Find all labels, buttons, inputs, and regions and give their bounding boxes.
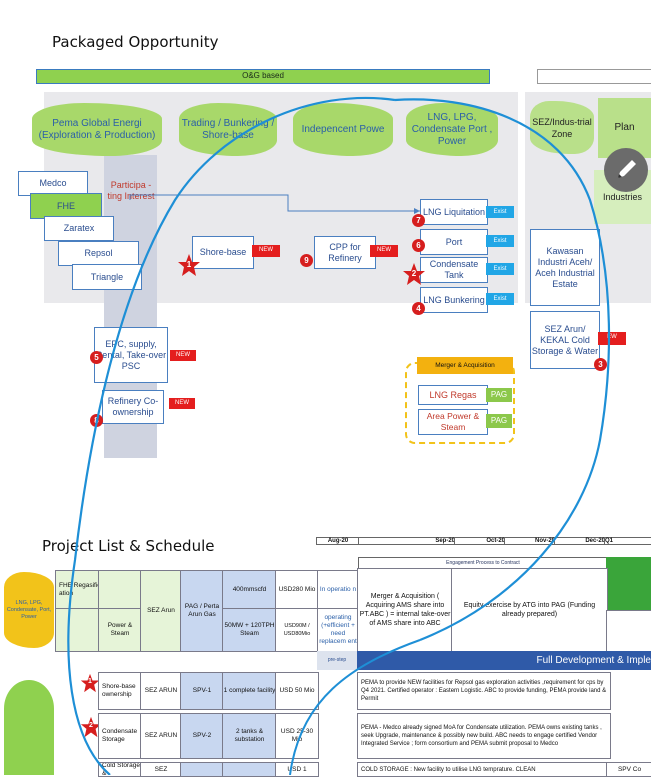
row2-usd50: USD 50 Mio bbox=[275, 672, 319, 710]
row1-right-cell bbox=[606, 610, 651, 652]
row1-usd280: USD280 Mio bbox=[275, 570, 319, 610]
row1-fhe-regas: FHE Regasific ation bbox=[55, 570, 102, 610]
row3-tanks: 2 tanks & substation bbox=[222, 713, 277, 759]
row2-star-icon: 1 bbox=[80, 673, 100, 693]
row2-spv1: SPV-1 bbox=[180, 672, 224, 710]
row2-facility: 1 complete facility bbox=[222, 672, 277, 710]
row1-50mw: 50MW + 120TPH Steam bbox=[222, 608, 277, 652]
row3-spv2: SPV-2 bbox=[180, 713, 224, 759]
row1-400mmscfd: 400mmscfd bbox=[222, 570, 277, 610]
row3-description: PEMA - Medco already signed MoA for Cond… bbox=[357, 713, 611, 759]
row1-in-operation: In operatio n bbox=[317, 570, 359, 610]
pre-step-label: pre-step bbox=[317, 651, 357, 670]
row3-usd25: USD 25-30 Mio bbox=[275, 713, 319, 759]
row1-usd90: USD90M / USD80Mio bbox=[275, 608, 319, 652]
page-title: Packaged Opportunity bbox=[52, 33, 219, 51]
pencil-edit-icon[interactable] bbox=[604, 148, 648, 192]
row1-pag-perta: PAG / Perta Arun Gas bbox=[180, 570, 224, 652]
row2-shore-base: Shore-base ownership bbox=[98, 672, 145, 710]
month-q1: Q1 bbox=[604, 537, 651, 545]
row1-equity-desc: Equity exercise by ATG into PAG (Funding… bbox=[451, 568, 608, 652]
row1-col2a bbox=[98, 570, 142, 610]
row-group-flag bbox=[4, 680, 54, 775]
row1-sez-arun: SEZ Arun bbox=[140, 570, 182, 652]
row3-condensate-storage: Condensate Storage bbox=[98, 713, 145, 759]
month-oct: Oct-20 bbox=[454, 537, 506, 545]
row3-sez-arun: SEZ ARUN bbox=[140, 713, 182, 759]
row1-power-steam: Power & Steam bbox=[98, 608, 142, 652]
row2-description: PEMA to provide NEW facilities for Repso… bbox=[357, 672, 611, 710]
row2-star-number: 1 bbox=[88, 678, 92, 685]
row1-operating: operating (+efficient + need replacem en… bbox=[317, 608, 359, 652]
row1-category-flag: LNG, LPG, Condensate, Port, Power bbox=[4, 572, 54, 648]
og-based-bar: O&G based bbox=[36, 69, 490, 84]
month-sep: Sep-20 bbox=[358, 537, 456, 545]
schedule-title: Project List & Schedule bbox=[42, 537, 215, 555]
month-aug: Aug-20 bbox=[316, 537, 360, 545]
og-bar-right bbox=[537, 69, 651, 84]
row1-empty bbox=[55, 608, 99, 652]
month-nov: Nov-20 bbox=[504, 537, 556, 545]
row1-merger-desc: Merger & Acquisition ( Acquiring AMS sha… bbox=[357, 568, 453, 652]
row2-sez-arun: SEZ ARUN bbox=[140, 672, 182, 710]
full-development-bar: Full Development & Imple bbox=[357, 651, 651, 670]
green-progress-block bbox=[606, 557, 651, 610]
month-dec: Dec-20 bbox=[554, 537, 606, 545]
